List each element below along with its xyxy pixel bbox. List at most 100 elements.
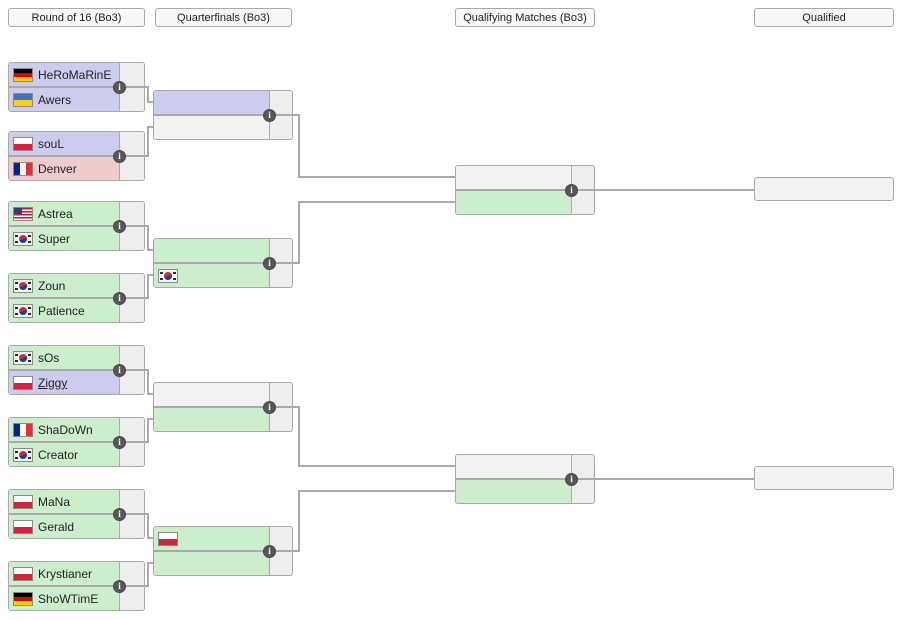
match-info-icon[interactable]: i xyxy=(263,401,276,414)
connector-line xyxy=(298,465,455,467)
player-slot: Super xyxy=(9,225,144,250)
player-slot: Denver xyxy=(9,155,144,180)
match-info-icon[interactable]: i xyxy=(565,184,578,197)
player-slot: souL xyxy=(9,132,144,155)
player-name-link[interactable]: Patience xyxy=(38,303,85,318)
player-name-link[interactable]: Krystianer xyxy=(38,566,93,581)
player-slot: Patience xyxy=(9,297,144,322)
score-cell xyxy=(119,227,144,250)
player-slot xyxy=(154,262,292,287)
round-header-quarterfinals: Quarterfinals (Bo3) xyxy=(155,8,292,27)
player-name-cell: Krystianer xyxy=(9,562,119,585)
score-cell xyxy=(119,515,144,538)
player-slot xyxy=(154,114,292,139)
player-name-cell: sOs xyxy=(9,346,119,369)
player-name-link[interactable]: HeRoMaRinE xyxy=(38,67,112,82)
connector-line xyxy=(147,513,149,539)
player-slot xyxy=(154,91,292,114)
player-slot xyxy=(456,478,594,503)
connector-line xyxy=(595,189,754,191)
connector-line xyxy=(147,225,149,251)
player-name-link[interactable]: ShoWTimE xyxy=(38,591,99,606)
qualified-slot xyxy=(754,466,894,490)
connector-line xyxy=(298,176,455,178)
player-name-cell xyxy=(456,480,571,503)
r16-match: HeRoMaRinE Awers xyxy=(8,62,145,112)
flag-pl-icon xyxy=(13,519,33,534)
player-name-cell: Ziggy xyxy=(9,371,119,394)
player-name-cell: Zoun xyxy=(9,274,119,297)
score-cell xyxy=(119,346,144,369)
player-slot xyxy=(154,239,292,262)
score-cell xyxy=(269,527,292,550)
match-info-icon[interactable]: i xyxy=(113,364,126,377)
player-name-cell: ShaDoWn xyxy=(9,418,119,441)
score-cell xyxy=(119,371,144,394)
flag-fr-icon xyxy=(13,161,33,176)
score-cell xyxy=(269,408,292,431)
match-info-icon[interactable]: i xyxy=(263,257,276,270)
player-name-link[interactable]: Zoun xyxy=(38,278,66,293)
player-name-link[interactable]: ShaDoWn xyxy=(38,422,93,437)
player-name-cell: Awers xyxy=(9,88,119,111)
flag-kr-icon xyxy=(13,278,33,293)
player-name-cell xyxy=(154,552,269,575)
player-name-link[interactable]: sOs xyxy=(38,350,60,365)
connector-line xyxy=(147,393,153,395)
qf-match xyxy=(153,526,293,576)
player-name-link[interactable]: Super xyxy=(38,231,71,246)
match-info-icon[interactable]: i xyxy=(113,150,126,163)
match-info-icon[interactable]: i xyxy=(113,580,126,593)
round-header-qualified: Qualified xyxy=(754,8,894,27)
connector-line xyxy=(293,550,300,552)
player-name-link[interactable]: Creator xyxy=(38,447,79,462)
player-name-link[interactable]: Awers xyxy=(38,92,72,107)
score-cell xyxy=(119,299,144,322)
flag-ua-icon xyxy=(13,92,33,107)
player-name-link[interactable]: Ziggy xyxy=(38,375,68,390)
player-slot xyxy=(154,550,292,575)
match-info-icon[interactable]: i xyxy=(113,220,126,233)
connector-line xyxy=(147,126,153,128)
player-name-cell: HeRoMaRinE xyxy=(9,63,119,86)
match-info-icon[interactable]: i xyxy=(113,508,126,521)
match-info-icon[interactable]: i xyxy=(263,109,276,122)
player-name-cell xyxy=(456,455,571,478)
player-name-link[interactable]: Denver xyxy=(38,161,77,176)
player-name-cell: Denver xyxy=(9,157,119,180)
score-cell xyxy=(571,480,594,503)
player-name-cell: ShoWTimE xyxy=(9,587,119,610)
player-name-link[interactable]: Gerald xyxy=(38,519,75,534)
player-slot: Astrea xyxy=(9,202,144,225)
flag-kr-icon xyxy=(158,268,178,283)
player-slot xyxy=(456,166,594,189)
connector-line xyxy=(298,406,300,467)
match-info-icon[interactable]: i xyxy=(113,436,126,449)
player-slot xyxy=(154,406,292,431)
player-name-link[interactable]: MaNa xyxy=(38,494,71,509)
flag-pl-icon xyxy=(13,566,33,581)
player-name-cell xyxy=(456,166,571,189)
player-slot: sOs xyxy=(9,346,144,369)
player-name-link[interactable]: souL xyxy=(38,136,65,151)
connector-line xyxy=(147,86,149,103)
player-name-cell: souL xyxy=(9,132,119,155)
player-slot: Awers xyxy=(9,86,144,111)
flag-kr-icon xyxy=(13,231,33,246)
score-cell xyxy=(571,191,594,214)
player-slot xyxy=(154,383,292,406)
score-cell xyxy=(119,63,144,86)
round-header-round-of-16: Round of 16 (Bo3) xyxy=(8,8,145,27)
player-slot: Creator xyxy=(9,441,144,466)
player-name-link[interactable]: Astrea xyxy=(38,206,73,221)
match-info-icon[interactable]: i xyxy=(113,292,126,305)
match-info-icon[interactable]: i xyxy=(263,545,276,558)
score-cell xyxy=(269,239,292,262)
match-info-icon[interactable]: i xyxy=(565,473,578,486)
match-info-icon[interactable]: i xyxy=(113,81,126,94)
connector-line xyxy=(147,274,153,276)
score-cell xyxy=(119,202,144,225)
score-cell xyxy=(571,166,594,189)
connector-line xyxy=(147,418,153,420)
